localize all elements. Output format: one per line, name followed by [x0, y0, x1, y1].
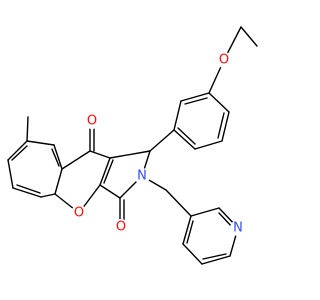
atom-label-o-ethoxy: O	[219, 53, 229, 68]
bond-benzo-double	[11, 145, 28, 161]
bond-benzo	[53, 144, 63, 170]
bond-ethyl-cc	[240, 26, 258, 47]
bond-benzo-double	[51, 148, 60, 167]
bond-phenyl-double	[184, 97, 208, 105]
bond-pyridine	[201, 255, 231, 265]
atom-o-lactam: O	[113, 219, 129, 235]
bond-c9-c9a	[89, 150, 111, 159]
bond-benzo	[26, 140, 55, 146]
bond-phenyl	[173, 129, 196, 150]
bond-c10a-c4a	[54, 168, 63, 195]
bond-c3a-c9a-double	[103, 159, 114, 184]
atom-label-o-lactam: O	[116, 220, 126, 235]
bond-c3a-c9a	[99, 157, 111, 186]
molecule-structure: O O O O N N	[7, 26, 258, 265]
bond-c3-c3a	[99, 184, 121, 199]
bond-pyridine-double	[186, 220, 194, 244]
bond-ch2-pyr	[165, 189, 192, 217]
bond-phenyl	[208, 92, 230, 113]
bond-benzo	[7, 140, 28, 161]
bond-c4a-c9	[61, 150, 91, 170]
bond-pyridine-double	[202, 253, 227, 260]
bond-phenyl	[180, 92, 210, 102]
bond-c9a-c1	[109, 150, 151, 159]
atom-labels: O O O O N N	[71, 52, 246, 236]
bond-benzo	[40, 193, 56, 198]
atom-o-ring: O	[71, 205, 87, 221]
bond-pyridine	[182, 215, 192, 245]
atom-label-o-ketone: O	[87, 114, 97, 129]
bond-phenyl	[173, 100, 182, 131]
bond-benzo	[12, 187, 42, 198]
bond-pyridine	[182, 243, 203, 265]
atom-o-ethoxy: O	[216, 52, 232, 68]
atom-n-lactam: N	[134, 168, 150, 184]
bond-benzo-double	[16, 184, 41, 194]
atom-o-ketone: O	[84, 113, 100, 129]
atom-n-pyridine: N	[230, 220, 246, 236]
bond-phenyl-double	[177, 127, 196, 145]
atom-label-n-pyridine: N	[233, 221, 243, 236]
bond-aryl-c1	[149, 129, 175, 152]
atom-label-n-lactam: N	[137, 169, 147, 184]
atom-label-o-ring: O	[74, 206, 84, 221]
bond-phenyl	[194, 140, 223, 150]
bond-phenyl	[221, 111, 230, 142]
bond-pyridine	[190, 207, 220, 217]
bond-methyl	[26, 116, 29, 142]
bond-benzo	[7, 159, 14, 189]
bond-phenyl-double	[217, 112, 225, 139]
